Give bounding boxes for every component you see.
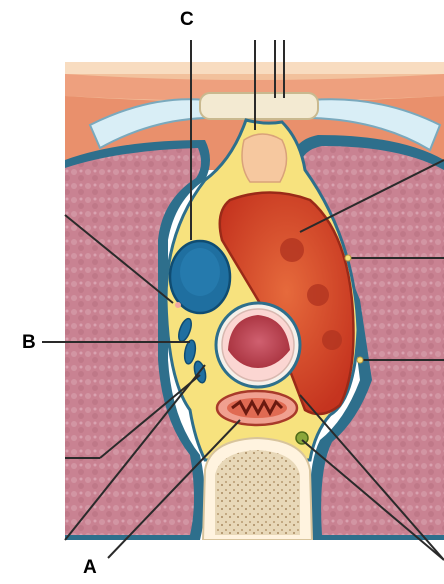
label-b: B — [22, 333, 36, 352]
vertebra — [203, 438, 312, 540]
trachea — [216, 303, 300, 387]
esophagus — [217, 391, 297, 425]
label-a: A — [83, 558, 97, 577]
label-c: C — [180, 10, 194, 29]
thoracic-duct — [296, 432, 308, 444]
